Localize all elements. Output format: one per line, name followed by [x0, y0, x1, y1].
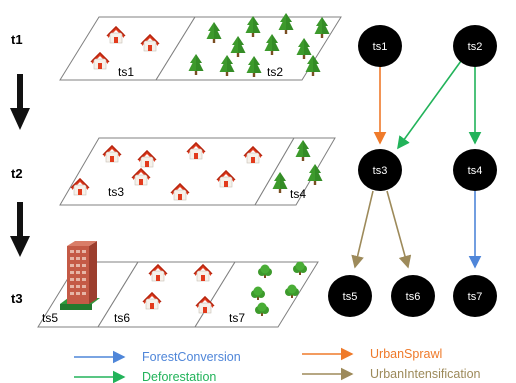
time-label-t3: t3: [11, 291, 23, 306]
legend-item-deforestation: Deforestation: [74, 370, 216, 383]
graph-node-ts4: ts4: [453, 149, 497, 191]
graph-node-ts2: ts2: [453, 25, 497, 67]
building-icon: [60, 241, 100, 310]
legend-item-urban-intensification: UrbanIntensification: [302, 367, 481, 381]
tile-label-ts1: ts1: [118, 65, 134, 79]
graph-node-ts3: ts3: [358, 149, 402, 191]
svg-text:ForestConversion: ForestConversion: [142, 350, 241, 364]
legend: ForestConversion Deforestation UrbanSpra…: [74, 347, 481, 383]
svg-text:ts2: ts2: [468, 41, 483, 53]
svg-text:ts7: ts7: [468, 291, 483, 303]
tile-label-ts6: ts6: [114, 311, 130, 325]
tile-label-ts2: ts2: [267, 65, 283, 79]
time-label-t2: t2: [11, 166, 23, 181]
tile-label-ts4: ts4: [290, 187, 306, 201]
graph-node-ts5: ts5: [328, 275, 372, 317]
svg-text:ts3: ts3: [373, 165, 388, 177]
edge-ts3-ts5: [351, 190, 374, 269]
svg-text:Deforestation: Deforestation: [142, 370, 216, 383]
svg-text:ts5: ts5: [343, 291, 358, 303]
tile-label-ts5: ts5: [42, 311, 58, 325]
svg-text:ts4: ts4: [468, 165, 483, 177]
graph-node-ts7: ts7: [453, 275, 497, 317]
svg-text:ts1: ts1: [373, 41, 388, 53]
graph-node-ts6: ts6: [391, 275, 435, 317]
svg-text:UrbanIntensification: UrbanIntensification: [370, 367, 481, 381]
edge-ts2-ts3: [397, 60, 462, 150]
edge-ts3-ts6: [386, 190, 412, 269]
parcel-ts2: [155, 16, 342, 81]
tile-label-ts7: ts7: [229, 311, 245, 325]
legend-item-forest-conversion: ForestConversion: [74, 350, 241, 364]
time-arrow-t2-t3: [10, 202, 30, 257]
legend-item-urban-sprawl: UrbanSprawl: [302, 347, 442, 361]
tile-label-ts3: ts3: [108, 185, 124, 199]
svg-text:ts6: ts6: [406, 291, 421, 303]
time-arrow-t1-t2: [10, 74, 30, 130]
svg-text:UrbanSprawl: UrbanSprawl: [370, 347, 442, 361]
time-label-t1: t1: [11, 32, 23, 47]
graph-node-ts1: ts1: [358, 25, 402, 67]
